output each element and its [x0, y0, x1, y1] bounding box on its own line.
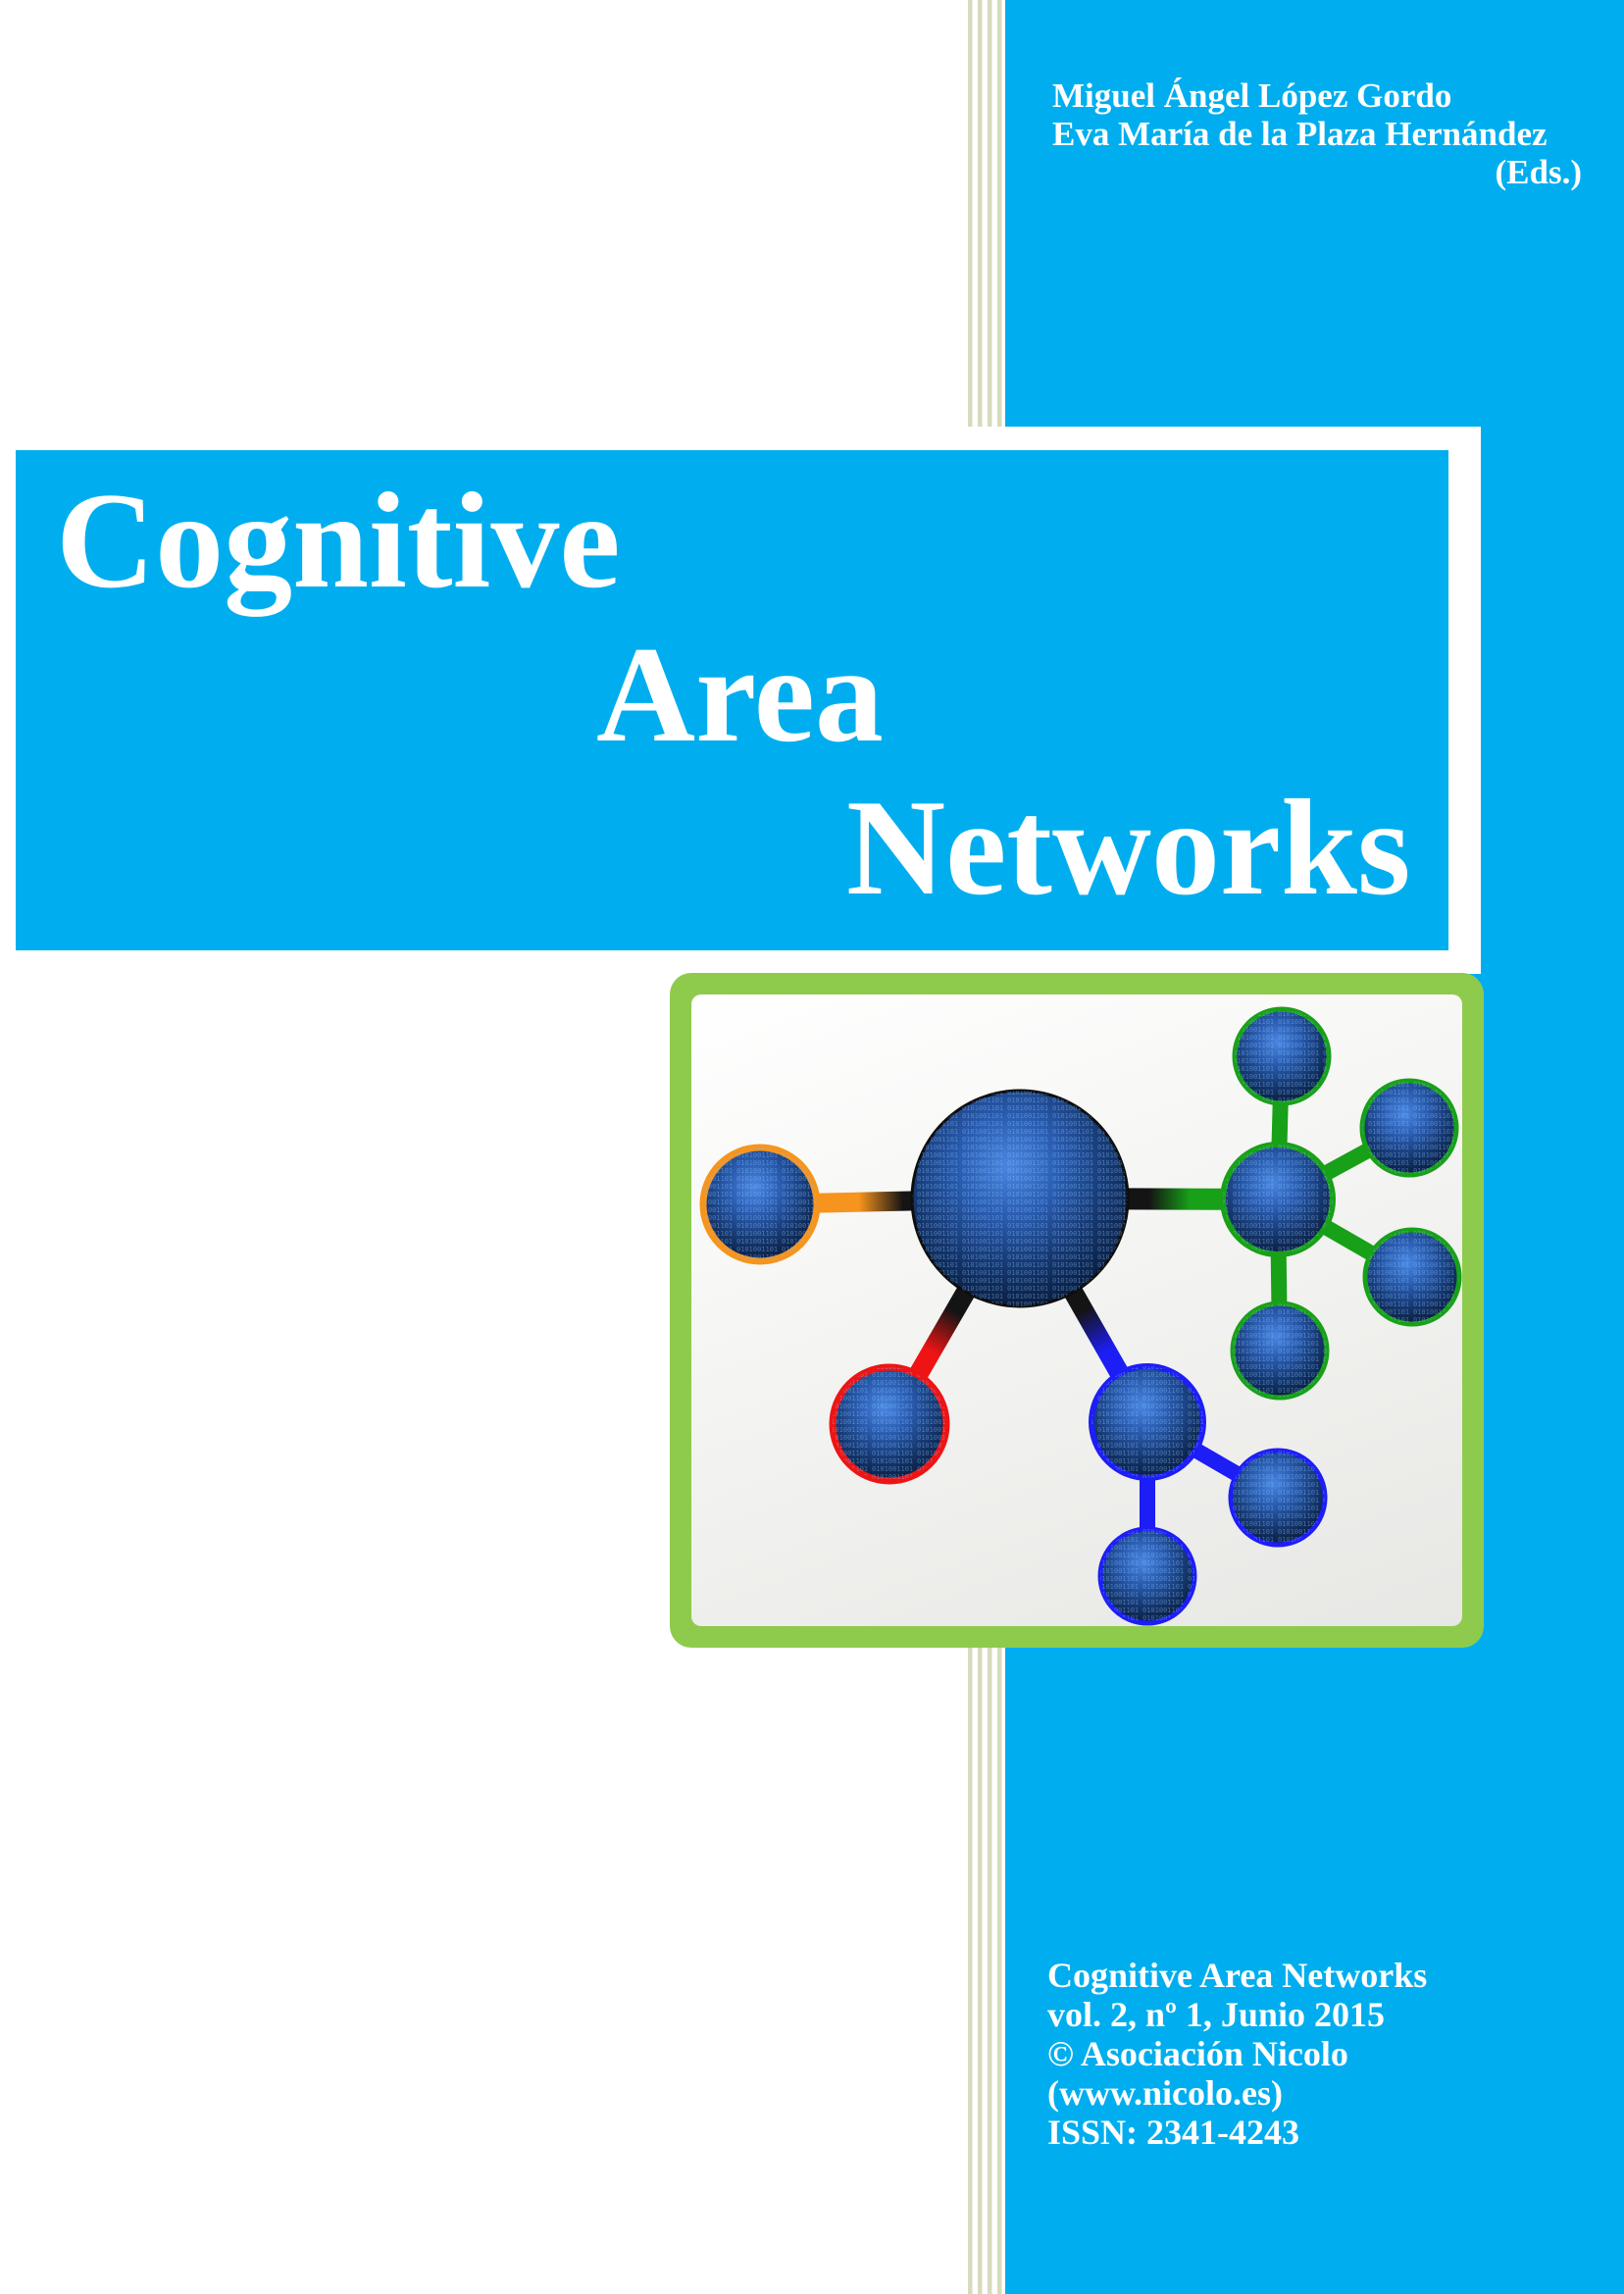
network-node-green-bottom: [1230, 1300, 1330, 1401]
network-node-green-topright: [1359, 1078, 1459, 1178]
network-node-central: [910, 1089, 1130, 1308]
network-node-blue-hub: [1089, 1363, 1206, 1481]
title-word-area: Area: [596, 619, 884, 771]
editors-block: Miguel Ángel López Gordo Eva María de la…: [1052, 76, 1582, 191]
title-word-networks: Networks: [846, 772, 1411, 924]
imprint-volume: vol. 2, nº 1, Junio 2015: [1047, 1995, 1385, 2034]
editors-suffix: (Eds.): [1495, 153, 1583, 191]
title-banner: Cognitive Area Networks: [16, 450, 1448, 950]
imprint-title: Cognitive Area Networks: [1047, 1956, 1428, 1995]
network-node-green-bottomright: [1362, 1227, 1462, 1327]
network-node-green-top: [1232, 1006, 1332, 1106]
network-node-blue-right: [1228, 1448, 1328, 1548]
network-node-orange: [699, 1144, 821, 1265]
network-node-blue-bottom: [1097, 1526, 1197, 1626]
title-word-cognitive: Cognitive: [56, 465, 621, 617]
network-figure-frame: 0101001101: [670, 973, 1484, 1648]
imprint-block: Cognitive Area Networks vol. 2, nº 1, Ju…: [1047, 1956, 1427, 2152]
imprint-website: (www.nicolo.es): [1047, 2073, 1283, 2113]
editor-name-1: Miguel Ángel López Gordo: [1052, 76, 1452, 115]
network-figure: 0101001101: [691, 994, 1462, 1626]
network-node-green-hub: [1220, 1142, 1336, 1257]
imprint-copyright: © Asociación Nicolo: [1047, 2034, 1348, 2073]
network-node-red: [829, 1363, 950, 1485]
network-diagram: 0101001101: [699, 1006, 1462, 1626]
editor-name-2: Eva María de la Plaza Hernández: [1052, 115, 1548, 153]
imprint-issn: ISSN: 2341-4243: [1047, 2113, 1300, 2152]
